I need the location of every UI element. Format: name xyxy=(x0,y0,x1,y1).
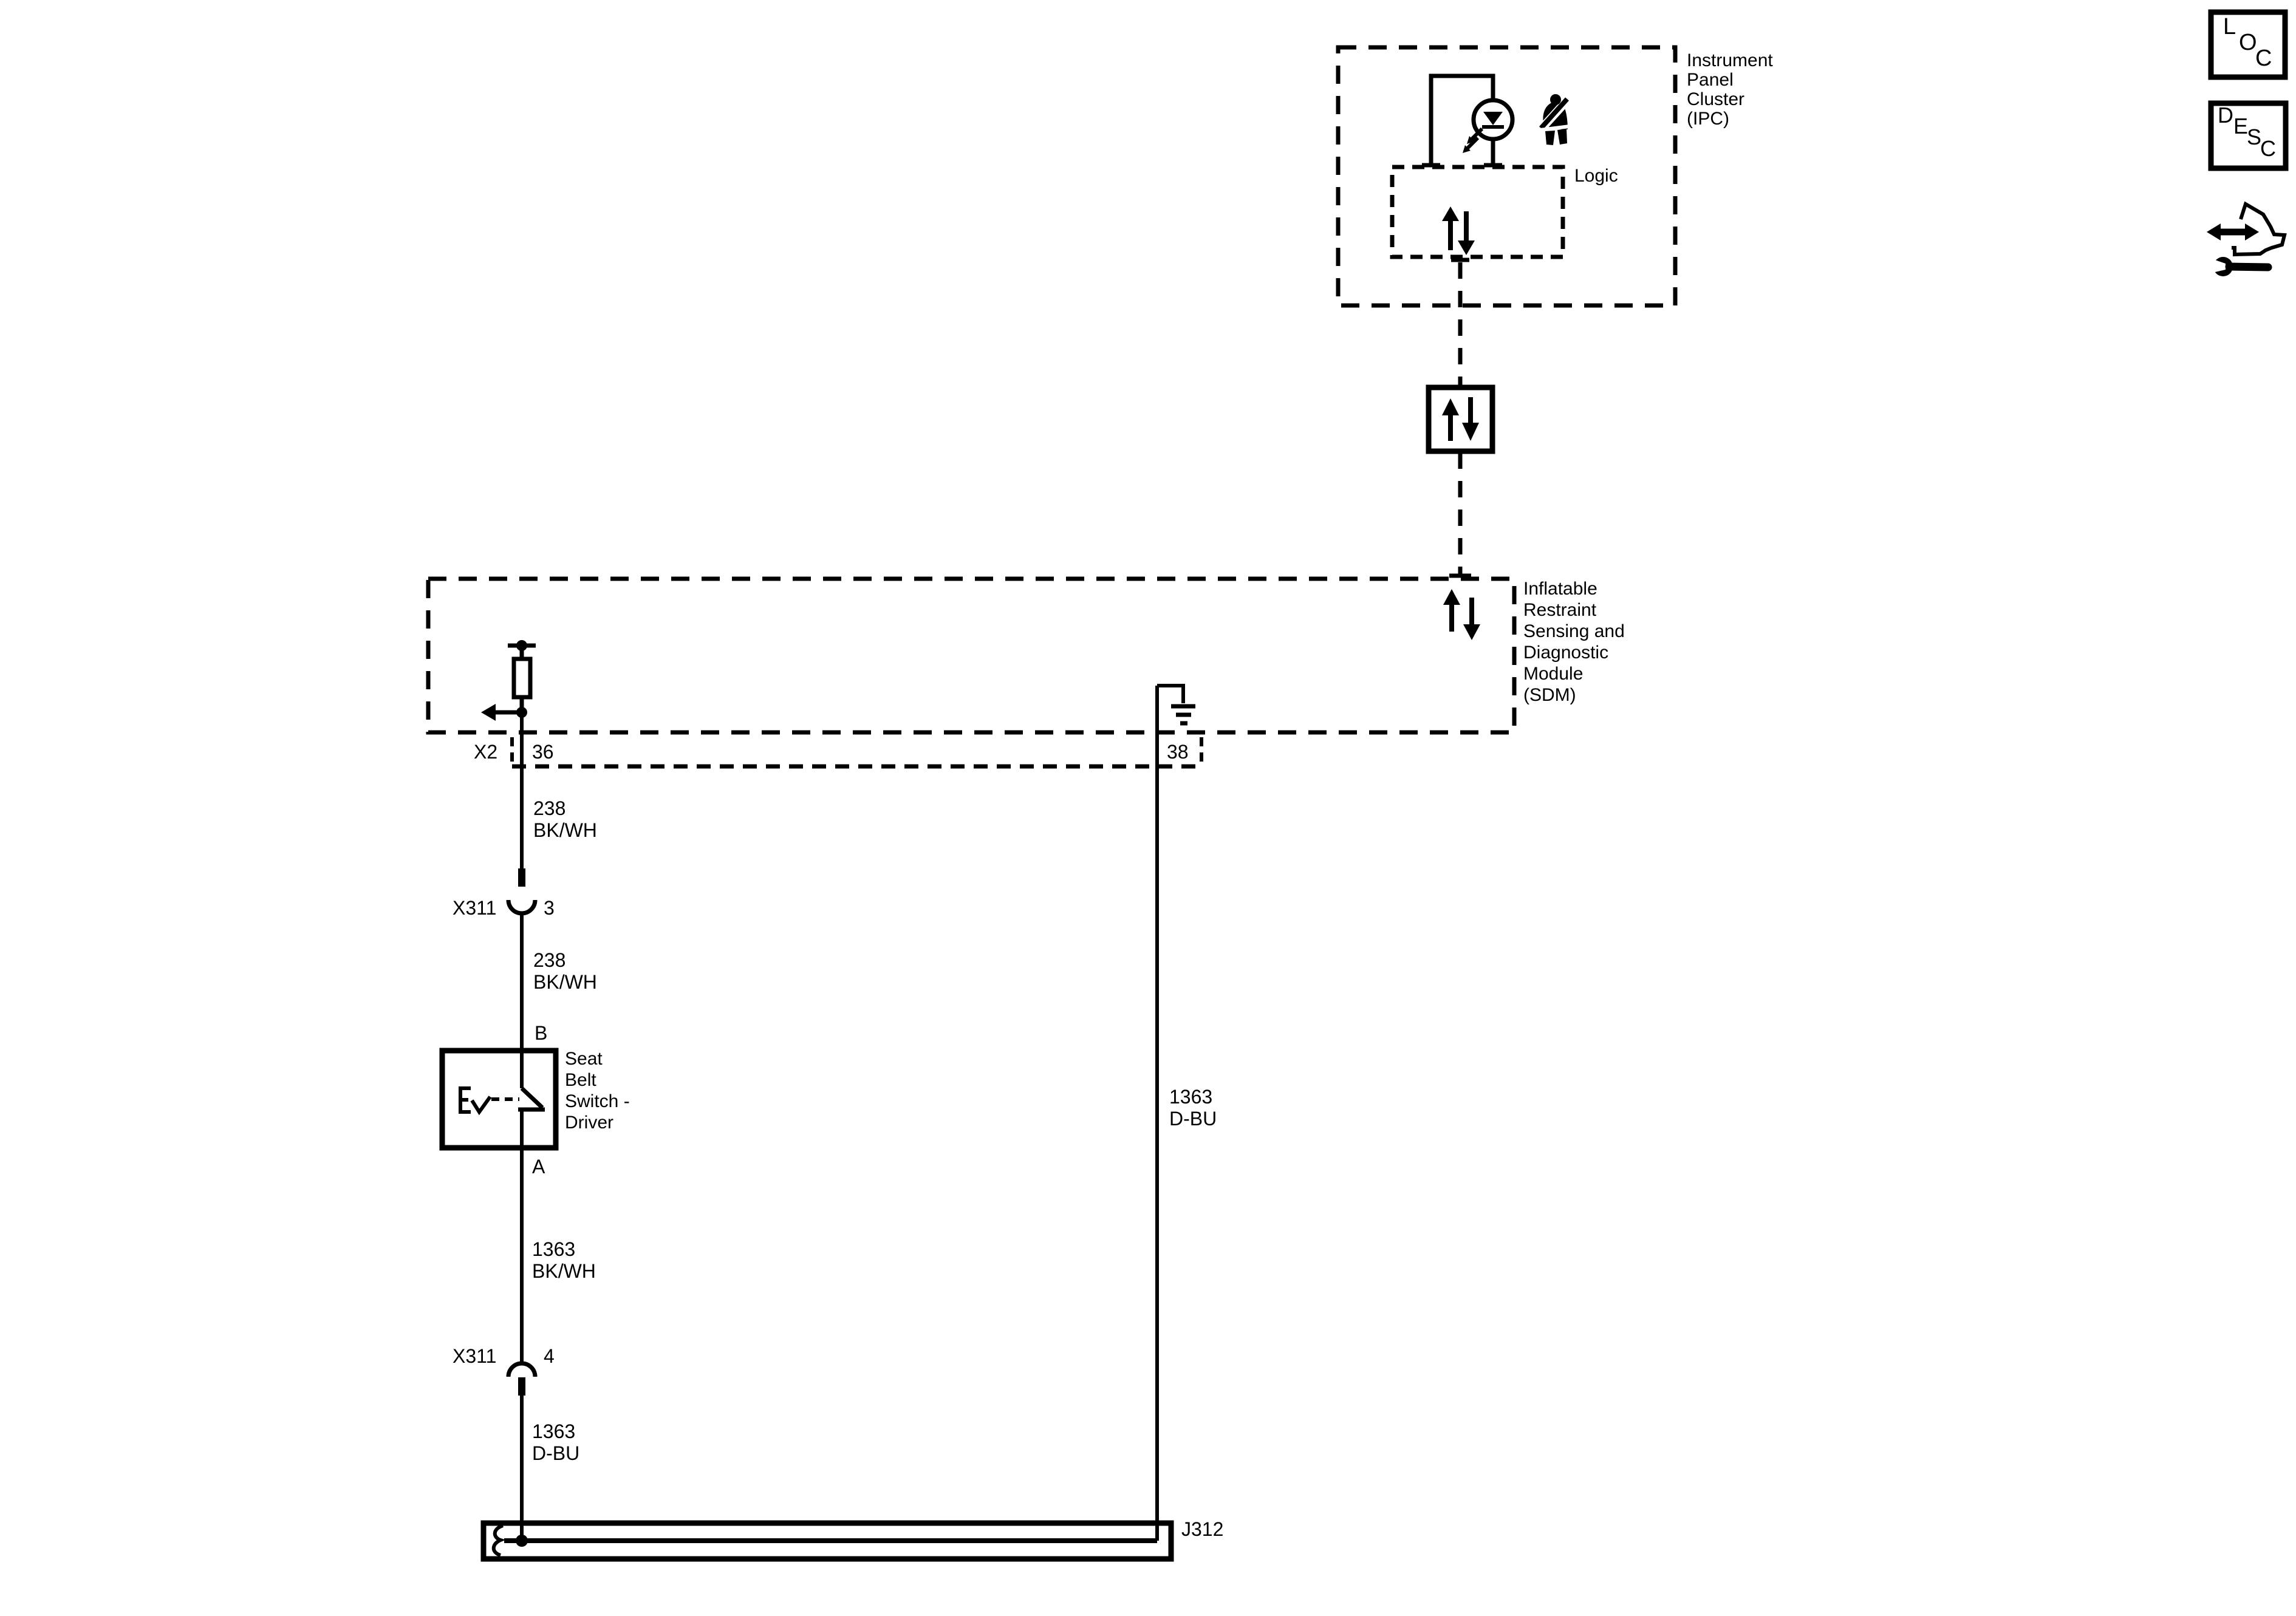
remove-install-button[interactable] xyxy=(2207,201,2287,276)
x311-lower-label: X311 xyxy=(453,1345,497,1367)
x311-upper-pin: 3 xyxy=(544,897,555,919)
sdm-label-line-2: Restraint xyxy=(1523,600,1597,620)
ipc-module-box xyxy=(1336,45,1678,308)
x2-pin-36-label: 36 xyxy=(532,741,554,763)
x311-lower-pin: 4 xyxy=(544,1345,555,1367)
wire-1363-dbu-left-color: D-BU xyxy=(532,1442,580,1464)
sdm-serial-arrows-icon xyxy=(1443,589,1480,640)
loc-button[interactable] xyxy=(2208,9,2288,80)
switch-label-line-3: Switch - xyxy=(565,1091,630,1111)
x311-connector-pin4-symbol xyxy=(506,1361,538,1396)
ipc-label-line-2: Panel xyxy=(1687,70,1734,90)
wire-1363-dbu-left-circuit: 1363 xyxy=(532,1420,576,1442)
desc-letter-s[interactable]: S xyxy=(2247,124,2262,149)
j312-label: J312 xyxy=(1181,1518,1224,1540)
sdm-ground-symbol xyxy=(1157,684,1195,726)
wire-238-upper-circuit: 238 xyxy=(533,797,566,819)
seat-belt-switch-box xyxy=(439,1048,559,1151)
x311-upper-label: X311 xyxy=(453,897,497,919)
ipc-label-line-1: Instrument xyxy=(1687,50,1773,70)
logic-box xyxy=(1390,165,1565,259)
switch-label-line-4: Driver xyxy=(565,1113,613,1133)
sdm-module-box xyxy=(426,576,1517,735)
wire-238-upper-color: BK/WH xyxy=(533,819,597,841)
switch-label-line-1: Seat xyxy=(565,1049,603,1069)
sdm-label-line-6: (SDM) xyxy=(1523,685,1576,705)
desc-letter-e[interactable]: E xyxy=(2233,114,2249,138)
indicator-led-icon xyxy=(1463,98,1515,153)
logic-label: Logic xyxy=(1574,166,1618,186)
switch-pin-b-label: B xyxy=(535,1022,548,1044)
seat-belt-telltale-icon xyxy=(1536,94,1573,145)
desc-letter-d[interactable]: D xyxy=(2218,103,2233,128)
desc-button[interactable] xyxy=(2208,100,2289,171)
sdm-label-line-5: Module xyxy=(1523,664,1584,684)
wire-1363-dbu-right-circuit: 1363 xyxy=(1169,1086,1213,1108)
serial-data-link-lower xyxy=(1449,452,1471,578)
x2-pin-38-label: 38 xyxy=(1167,741,1189,763)
switch-pin-a-label: A xyxy=(532,1156,545,1178)
serial-data-link-upper xyxy=(1451,257,1469,386)
wire-1363-dbu-right-color: D-BU xyxy=(1169,1108,1217,1130)
switch-label-line-2: Belt xyxy=(565,1070,596,1090)
sdm-pullup-resistor xyxy=(481,640,536,721)
j312-splice-pack xyxy=(480,1520,1174,1562)
sdm-label-line-4: Diagnostic xyxy=(1523,643,1609,663)
sdm-label-line-3: Sensing and xyxy=(1523,621,1625,641)
wire-238-lower-color: BK/WH xyxy=(533,971,597,993)
x2-connector-label: X2 xyxy=(474,741,498,763)
x311-connector-pin3-symbol xyxy=(506,868,538,916)
serial-data-box-icon xyxy=(1426,384,1495,454)
wire-1363-bkwh-circuit: 1363 xyxy=(532,1238,576,1260)
wire-238-lower-circuit: 238 xyxy=(533,949,566,971)
ipc-label-line-3: Cluster xyxy=(1687,89,1745,109)
sdm-label-line-1: Inflatable xyxy=(1523,579,1597,599)
ipc-label-line-4: (IPC) xyxy=(1687,109,1729,129)
loc-letter-o[interactable]: O xyxy=(2239,30,2257,55)
desc-letter-c[interactable]: C xyxy=(2260,136,2276,161)
x2-connector-outline xyxy=(510,737,1203,769)
wire-1363-bkwh-color: BK/WH xyxy=(532,1260,596,1282)
loc-letter-c[interactable]: C xyxy=(2255,46,2272,71)
loc-letter-l[interactable]: L xyxy=(2223,14,2236,39)
